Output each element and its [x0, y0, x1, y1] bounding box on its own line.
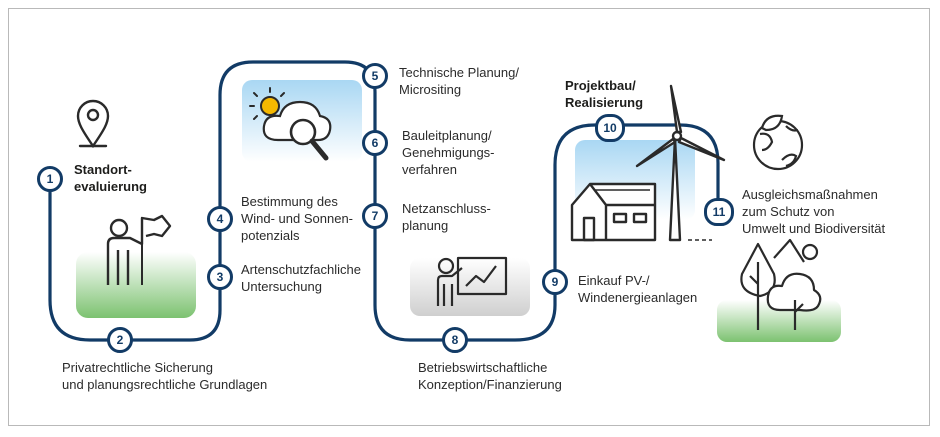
step-5-marker: 5	[362, 63, 388, 89]
step-5-label: Technische Planung/ Micrositing	[399, 65, 519, 97]
sun-cloud-magnifier-icon	[249, 87, 332, 161]
presenter-chart-icon	[436, 256, 508, 306]
house-wind-turbine-icon	[570, 84, 726, 242]
step-4-marker: 4	[207, 206, 233, 232]
step-9-marker: 9	[542, 269, 568, 295]
step-9-label: Einkauf PV-/ Windenergieanlagen	[578, 273, 698, 305]
step-3-label: Artenschutzfachliche Untersuchung	[241, 262, 361, 294]
step-2-marker: 2	[107, 327, 133, 353]
process-path	[48, 60, 720, 342]
step-3-marker: 3	[207, 264, 233, 290]
step-7-label: Netzanschluss- planung	[402, 201, 491, 233]
globe-leaf-icon	[752, 114, 804, 171]
step-1-label: Standort- evaluierung	[74, 162, 147, 194]
trees-icon	[740, 238, 822, 330]
step-2-label: Privatrechtliche Sicherung und planungsr…	[62, 360, 268, 392]
step-6-marker: 6	[362, 130, 388, 156]
step-7-marker: 7	[362, 203, 388, 229]
step-10-label: Projektbau/ Realisierung	[565, 78, 644, 110]
map-pin-icon	[76, 99, 110, 149]
step-10-marker: 10	[595, 114, 625, 142]
gray-panel	[410, 258, 530, 316]
step-4-label: Bestimmung des Wind- und Sonnen- potenzi…	[241, 194, 354, 243]
step-1-marker: 1	[37, 166, 63, 192]
green-panel-left	[76, 252, 196, 318]
step-8-marker: 8	[442, 327, 468, 353]
step-11-marker: 11	[704, 198, 734, 226]
person-with-flag-icon	[106, 214, 172, 285]
step-8-label: Betriebswirtschaftliche Konzeption/Finan…	[418, 360, 562, 392]
step-11-label: Ausgleichsmaßnahmen zum Schutz von Umwel…	[742, 187, 886, 236]
step-6-label: Bauleitplanung/ Genehmigungs- verfahren	[402, 128, 495, 177]
diagram-frame	[8, 8, 930, 426]
